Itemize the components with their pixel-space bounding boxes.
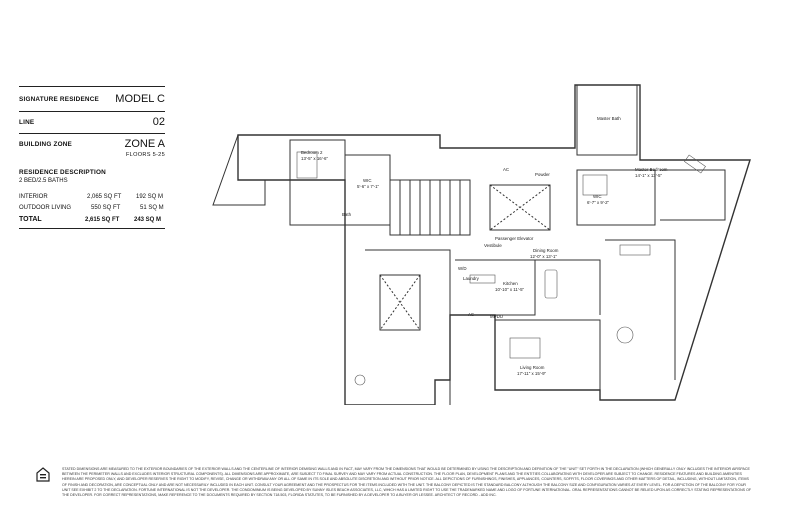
divider: [19, 111, 165, 112]
residence-value: MODEL C: [115, 93, 165, 105]
area-label: TOTAL: [19, 216, 42, 223]
area-sqft: 2,615 SQ FT: [85, 217, 120, 223]
divider: [19, 133, 165, 134]
room-dim: 5'-6" x 7'-1": [357, 184, 380, 189]
room-label: W/D: [458, 266, 467, 271]
room-label: Master Bedroom: [635, 167, 668, 172]
room-label: Passenger Elevator: [495, 236, 534, 241]
room-label: Laundry: [463, 276, 480, 281]
residence-label: SIGNATURE RESIDENCE: [19, 96, 100, 103]
room-label: Bath: [342, 212, 352, 217]
zone-value: ZONE A: [124, 138, 165, 150]
room-dim: 14'-1" x 13'-5": [635, 173, 662, 178]
area-sqm: 51 SQ M: [140, 205, 164, 211]
room-label: AC: [468, 312, 474, 317]
room-label: Kitchen: [503, 281, 518, 286]
room-label: WIC: [363, 178, 372, 183]
divider: [19, 86, 165, 87]
room-label: AC: [503, 167, 509, 172]
equal-housing-icon: [36, 467, 50, 482]
room-label: Bedroom 2: [301, 150, 323, 155]
area-sqft: 550 SQ FT: [91, 205, 121, 211]
room-label: Vestibule: [484, 243, 502, 248]
room-label: WIC: [593, 194, 602, 199]
room-label: Master Bath: [597, 116, 621, 121]
room-label: MPDU: [490, 314, 503, 319]
room-dim: 12'-0" x 13'-1": [530, 254, 557, 259]
description-value: 2 BED/2.5 BATHS: [19, 178, 68, 184]
room-dim: 13'-5" x 16'-6": [301, 156, 328, 161]
area-sqft: 2,065 SQ FT: [87, 194, 122, 200]
zone-floors: FLOORS 5-25: [125, 152, 165, 158]
room-label: Living Room: [520, 365, 545, 370]
zone-label: BUILDING ZONE: [19, 141, 73, 148]
room-label: Powder: [535, 172, 550, 177]
area-label: INTERIOR: [19, 194, 48, 200]
room-label: Dining Room: [533, 248, 559, 253]
line-value: 02: [152, 116, 165, 128]
room-dim: 6'-7" x 9'-2": [587, 200, 610, 205]
description-label: RESIDENCE DESCRIPTION: [19, 169, 106, 176]
room-dim: 10'-10" x 11'-5": [495, 287, 525, 292]
divider: [19, 228, 165, 229]
floor-plan: Bedroom 2 13'-5" x 16'-6" WIC 5'-6" x 7'…: [212, 84, 751, 405]
area-label: OUTDOOR LIVING: [19, 205, 72, 211]
disclaimer-text: Stated dimensions are measured to the ex…: [62, 467, 752, 498]
room-dim: 17'-11" x 15'-9": [517, 371, 547, 376]
area-sqm: 192 SQ M: [136, 194, 164, 200]
line-label: LINE: [19, 119, 35, 126]
area-sqm: 243 SQ M: [134, 217, 162, 223]
